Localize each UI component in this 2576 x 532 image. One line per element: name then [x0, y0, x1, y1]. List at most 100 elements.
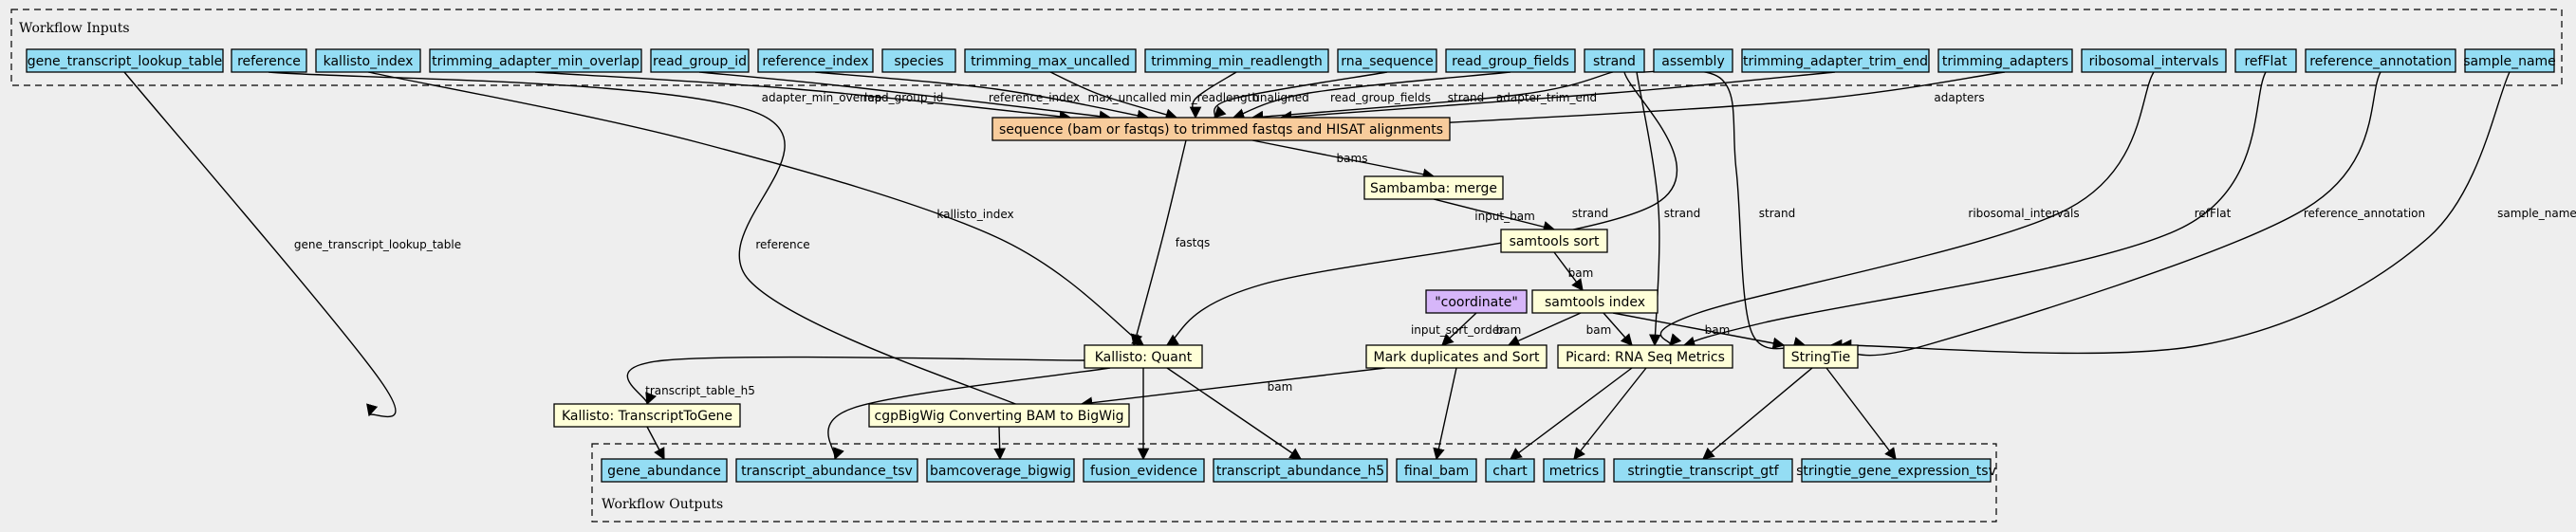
node-label: kallisto_index	[324, 54, 414, 69]
edge-read_group_id-to-seq_trim: read_group_id	[698, 71, 1112, 122]
edge-line	[1573, 367, 1647, 460]
edge-stringtie-to-stringtie_transcript_gtf	[1702, 367, 1813, 460]
edge-label: bam	[1568, 266, 1594, 280]
node-label: read_group_fields	[1452, 54, 1569, 69]
node-box	[1425, 289, 1528, 314]
edge-label: ribosomal_intervals	[1968, 207, 2079, 220]
node-mark-dup: Mark duplicates and Sort	[1365, 344, 1547, 369]
node-box	[1801, 458, 1992, 483]
edge-label: adapter_min_overlap	[762, 91, 882, 104]
edge-picard_rna-to-chart	[1509, 367, 1633, 460]
edge-label: adapters	[1934, 91, 1984, 104]
node-stringtie-transcript-gtf: stringtie_transcript_gtf	[1613, 458, 1793, 483]
node-label: transcript_abundance_h5	[1216, 464, 1384, 479]
edge-line	[1509, 367, 1633, 460]
node-box	[1363, 175, 1504, 200]
node-box	[1500, 229, 1608, 253]
node-box	[1937, 48, 2073, 73]
node-box	[735, 458, 918, 483]
edge-cgpbigwig-to-bamcoverage_bigwig	[993, 426, 1006, 461]
node-box	[1445, 48, 1576, 73]
edge-label: reference_index	[989, 91, 1080, 104]
node-box	[868, 403, 1130, 428]
edge-refFlat-to-picard_rna: refFlat	[1682, 71, 2267, 348]
node-label: samtools index	[1545, 295, 1645, 310]
node-bamcoverage-bigwig: bamcoverage_bigwig	[926, 458, 1075, 483]
edge-line	[1702, 367, 1813, 460]
node-trimming-max-uncalled: trimming_max_uncalled	[964, 48, 1137, 73]
node-label: reference	[237, 54, 301, 69]
edge-trimming_adapter_min_overlap-to-seq_trim: adapter_min_overlap	[534, 71, 1072, 123]
edge-kallisto_quant-to-transcript_abundance_h5	[1166, 367, 1303, 460]
node-transcript-abundance-h5: transcript_abundance_h5	[1213, 458, 1388, 483]
node-box	[1557, 344, 1733, 369]
edge-label: refFlat	[2195, 207, 2232, 220]
edge-label: bam	[1496, 323, 1522, 337]
node-gene-abundance: gene_abundance	[601, 458, 728, 483]
node-box	[429, 48, 642, 73]
node-read-group-id: read_group_id	[650, 48, 750, 73]
edge-label: transcript_table_h5	[645, 384, 755, 397]
node-label: Kallisto: TranscriptToGene	[562, 409, 732, 424]
edge-mark_dup-to-final_bam	[1433, 367, 1457, 461]
edge-label: fastqs	[1176, 236, 1210, 249]
node-box	[1531, 289, 1659, 314]
edge-label: adapter_trim_end	[1496, 91, 1597, 104]
node-sambamba-merge: Sambamba: merge	[1363, 175, 1504, 200]
edge-stringtie-to-stringtie_gene_expression_tsv	[1825, 367, 1897, 461]
node-box	[964, 48, 1137, 73]
node-label: rna_sequence	[1341, 54, 1433, 69]
node-sample-name: sample_name	[2463, 48, 2556, 73]
node-label: chart	[1492, 464, 1528, 479]
node-box	[1485, 458, 1535, 483]
node-box	[601, 458, 728, 483]
node-trimming-min-readlength: trimming_min_readlength	[1144, 48, 1329, 73]
edge-label: read_group_id	[863, 91, 944, 104]
node-box	[1083, 458, 1205, 483]
edge-line	[698, 71, 1112, 122]
edge-label: bam	[1705, 323, 1731, 337]
node-box	[1543, 458, 1605, 483]
node-box	[1783, 344, 1859, 369]
node-box	[757, 48, 874, 73]
node-coordinate: "coordinate"	[1425, 289, 1528, 314]
edge-label: bam	[1268, 380, 1293, 394]
edge-reference_annotation-to-stringtie: reference_annotation	[1829, 71, 2425, 357]
edge-samtools_sort-to-samtools_index: bam	[1553, 251, 1594, 292]
node-box	[2234, 48, 2297, 73]
edge-label: strand	[1572, 207, 1608, 220]
edge-line	[1603, 312, 1633, 346]
edge-line	[1049, 71, 1178, 120]
edge-label: input_sort_order	[1411, 323, 1504, 337]
edge-label: reference_annotation	[2304, 207, 2425, 220]
node-box	[991, 117, 1451, 141]
node-label: trimming_min_readlength	[1151, 54, 1323, 69]
node-box	[1396, 458, 1477, 483]
edge-line	[123, 71, 397, 418]
edge-kallisto_quant-to-transcript_abundance_tsv	[827, 367, 1111, 461]
node-picard-rna: Picard: RNA Seq Metrics	[1557, 344, 1733, 369]
node-label: trimming_max_uncalled	[971, 54, 1130, 69]
node-refFlat: refFlat	[2234, 48, 2297, 73]
node-box	[2464, 48, 2555, 73]
edge-label: read_group_fields	[1330, 91, 1431, 104]
edge-rna_sequence-to-seq_trim: unaligned	[1214, 71, 1388, 119]
node-samtools-sort: samtools sort	[1500, 229, 1608, 253]
node-label: gene_abundance	[607, 464, 721, 479]
node-box	[1613, 458, 1793, 483]
edge-samtools_index-to-stringtie: bam	[1612, 312, 1786, 350]
edge-line	[1507, 312, 1582, 347]
node-box	[26, 48, 224, 73]
node-label: ribosomal_intervals	[2089, 54, 2219, 69]
node-label: refFlat	[2244, 54, 2288, 69]
edge-samtools_index-to-mark_dup: bam	[1496, 312, 1582, 347]
node-box	[315, 48, 421, 73]
node-label: Mark duplicates and Sort	[1373, 350, 1540, 365]
node-stringtie-gene-expression-tsv: stringtie_gene_expression_tsv	[1796, 458, 1996, 483]
edge-label: reference	[755, 238, 809, 251]
node-label: bamcoverage_bigwig	[930, 464, 1071, 479]
node-box	[1144, 48, 1329, 73]
node-samtools-index: samtools index	[1531, 289, 1659, 314]
node-label: final_bam	[1404, 464, 1469, 479]
